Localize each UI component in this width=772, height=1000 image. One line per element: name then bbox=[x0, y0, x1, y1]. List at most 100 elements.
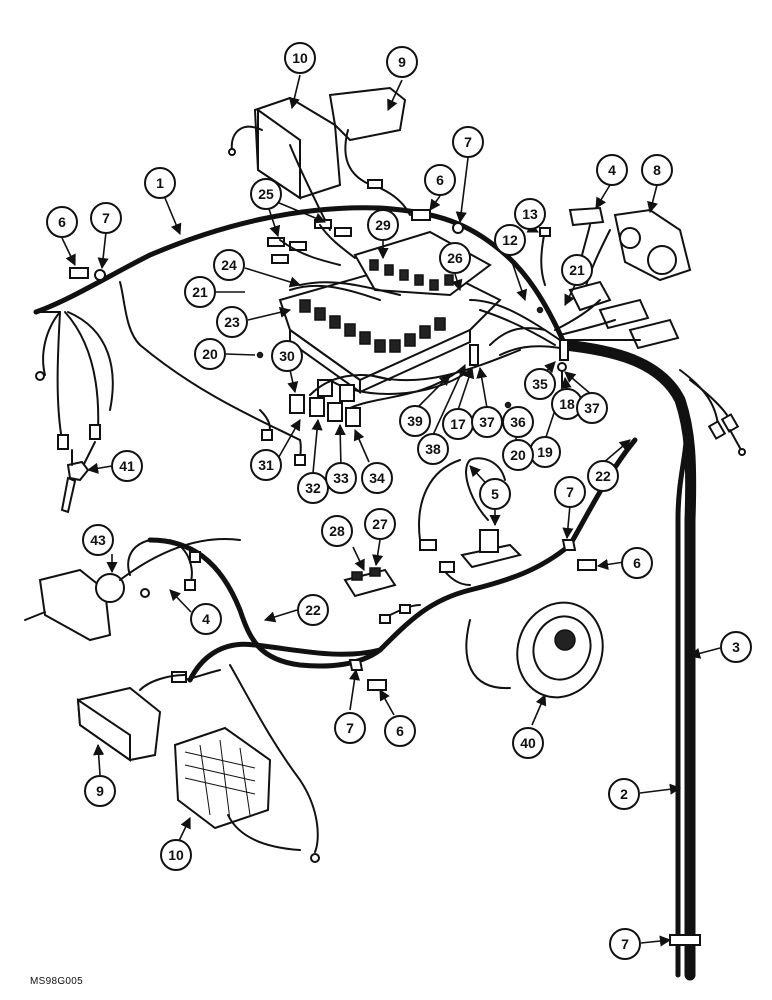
callout-12: 12 bbox=[494, 224, 526, 256]
callout-32: 32 bbox=[297, 472, 329, 504]
callout-21-right: 21 bbox=[561, 254, 593, 286]
svg-text:7: 7 bbox=[621, 936, 629, 952]
svg-text:37: 37 bbox=[584, 400, 600, 416]
heater-motor bbox=[24, 538, 241, 642]
vertical-harness bbox=[559, 339, 746, 981]
callout-27: 27 bbox=[364, 508, 396, 540]
svg-text:27: 27 bbox=[372, 516, 388, 532]
svg-text:40: 40 bbox=[520, 735, 536, 751]
plate-icon bbox=[411, 209, 431, 221]
bottom-work-lights bbox=[76, 674, 301, 851]
callout-40: 40 bbox=[512, 727, 544, 759]
callout-37-left: 37 bbox=[471, 406, 503, 438]
callout-25: 25 bbox=[250, 178, 282, 210]
svg-text:21: 21 bbox=[569, 262, 585, 278]
svg-text:41: 41 bbox=[119, 458, 135, 474]
clamp-icon bbox=[94, 269, 106, 281]
switch-branch bbox=[35, 311, 114, 450]
callout-34: 34 bbox=[361, 462, 393, 494]
svg-text:43: 43 bbox=[90, 532, 106, 548]
callout-38: 38 bbox=[417, 433, 449, 465]
callout-7-bottom: 7 bbox=[334, 712, 366, 744]
top-work-lights bbox=[228, 86, 411, 231]
svg-text:7: 7 bbox=[566, 484, 574, 500]
svg-text:31: 31 bbox=[258, 457, 274, 473]
callout-43: 43 bbox=[82, 524, 114, 556]
svg-text:18: 18 bbox=[559, 396, 575, 412]
svg-text:7: 7 bbox=[346, 720, 354, 736]
relay-bank bbox=[259, 369, 461, 466]
callout-7-top: 7 bbox=[452, 126, 484, 158]
svg-text:28: 28 bbox=[329, 523, 345, 539]
svg-text:2: 2 bbox=[620, 786, 628, 802]
callout-7-mid: 7 bbox=[554, 476, 586, 508]
callout-10-top: 10 bbox=[284, 42, 316, 74]
svg-text:20: 20 bbox=[510, 447, 526, 463]
svg-text:19: 19 bbox=[537, 444, 553, 460]
callout-36: 36 bbox=[502, 406, 534, 438]
svg-text:36: 36 bbox=[510, 414, 526, 430]
callout-31: 31 bbox=[250, 449, 282, 481]
svg-text:4: 4 bbox=[608, 162, 616, 178]
callout-2: 2 bbox=[608, 778, 640, 810]
callout-8: 8 bbox=[641, 154, 673, 186]
svg-text:9: 9 bbox=[398, 54, 406, 70]
connector-icon bbox=[57, 434, 69, 450]
dome-light bbox=[418, 457, 522, 586]
callout-13: 13 bbox=[514, 198, 546, 230]
svg-text:8: 8 bbox=[653, 162, 661, 178]
svg-text:25: 25 bbox=[258, 186, 274, 202]
svg-text:6: 6 bbox=[633, 555, 641, 571]
svg-text:10: 10 bbox=[168, 847, 184, 863]
svg-text:32: 32 bbox=[305, 480, 321, 496]
svg-text:33: 33 bbox=[333, 470, 349, 486]
clamp-icon bbox=[669, 934, 701, 946]
svg-text:22: 22 bbox=[305, 602, 321, 618]
callout-41: 41 bbox=[111, 450, 143, 482]
callout-6-left: 6 bbox=[46, 206, 78, 238]
svg-text:22: 22 bbox=[595, 468, 611, 484]
terminal-icon bbox=[35, 371, 45, 381]
svg-text:1: 1 bbox=[156, 175, 164, 191]
callouts: 10 9 1 6 7 6 7 25 4 8 13 12 21 29 26 24 … bbox=[46, 42, 752, 960]
lower-harness bbox=[127, 437, 638, 863]
leader-lines bbox=[61, 74, 721, 947]
svg-text:3: 3 bbox=[732, 639, 740, 655]
svg-text:29: 29 bbox=[375, 217, 391, 233]
callout-6-mid: 6 bbox=[621, 547, 653, 579]
drawing-code: MS98G005 bbox=[30, 976, 83, 987]
svg-text:7: 7 bbox=[102, 210, 110, 226]
callout-39: 39 bbox=[399, 405, 431, 437]
svg-text:23: 23 bbox=[224, 314, 240, 330]
fuse-relay-block bbox=[278, 230, 561, 395]
callout-23: 23 bbox=[216, 306, 248, 338]
callout-7-right: 7 bbox=[609, 928, 641, 960]
switch-component bbox=[60, 441, 96, 514]
callout-37-right: 37 bbox=[576, 392, 608, 424]
speaker bbox=[465, 601, 604, 699]
svg-text:9: 9 bbox=[96, 783, 104, 799]
junction-components bbox=[256, 306, 569, 409]
svg-text:5: 5 bbox=[491, 486, 499, 502]
svg-text:17: 17 bbox=[450, 416, 466, 432]
svg-text:35: 35 bbox=[532, 376, 548, 392]
callout-3: 3 bbox=[720, 631, 752, 663]
callout-26: 26 bbox=[439, 242, 471, 274]
svg-text:6: 6 bbox=[436, 172, 444, 188]
callout-4-left: 4 bbox=[190, 603, 222, 635]
callout-17: 17 bbox=[442, 408, 474, 440]
callout-20-right: 20 bbox=[502, 439, 534, 471]
wiper-motor bbox=[539, 206, 692, 291]
main-harness bbox=[33, 205, 568, 441]
callout-10-bottom: 10 bbox=[160, 839, 192, 871]
plate-icon bbox=[69, 267, 89, 279]
callout-9-top: 9 bbox=[386, 46, 418, 78]
callout-22-left: 22 bbox=[297, 594, 329, 626]
right-connectors bbox=[554, 280, 680, 350]
connector-group bbox=[267, 219, 356, 266]
svg-text:6: 6 bbox=[58, 214, 66, 230]
callout-24: 24 bbox=[213, 249, 245, 281]
callout-4-top: 4 bbox=[596, 154, 628, 186]
callout-33: 33 bbox=[325, 462, 357, 494]
